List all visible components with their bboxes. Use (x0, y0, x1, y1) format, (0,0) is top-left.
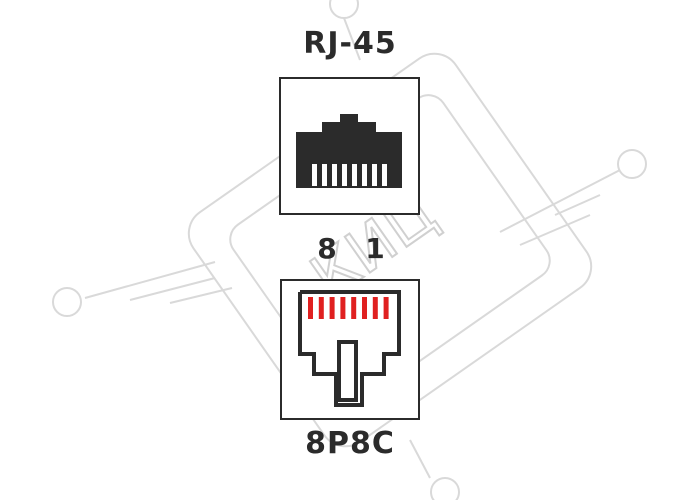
watermark-circle (52, 287, 82, 317)
plug-contact (383, 297, 389, 319)
jack-icon (296, 114, 402, 188)
watermark-line (343, 17, 361, 61)
plug-contact (340, 297, 346, 319)
watermark-line (519, 214, 591, 246)
jack-top-tab (340, 114, 358, 124)
plug-contacts (308, 297, 389, 319)
watermark-circle (329, 0, 359, 19)
watermark-line (499, 169, 621, 233)
jack-pin (312, 164, 317, 186)
jack-pin (332, 164, 337, 186)
bottom-label: 8P8C (305, 426, 395, 461)
top-label: RJ-45 (303, 26, 397, 61)
plug-contact (372, 297, 378, 319)
jack-pin (382, 164, 387, 186)
watermark-line (554, 194, 601, 216)
plug-icon (298, 290, 401, 407)
watermark-line (84, 261, 216, 299)
plug-contact (351, 297, 357, 319)
pin-label-right: 1 (365, 232, 385, 265)
watermark-line (409, 439, 431, 479)
jack-upper-step (322, 122, 376, 134)
plug-contact (362, 297, 367, 319)
plug-box (280, 279, 420, 420)
watermark-circle (617, 149, 647, 179)
jack-pins (312, 164, 387, 186)
watermark-line (129, 277, 216, 301)
watermark-circle (430, 477, 460, 500)
watermark-line (169, 287, 233, 304)
jack-pin (322, 164, 327, 186)
plug-outline (298, 290, 401, 407)
jack-pin (362, 164, 367, 186)
plug-contact (318, 297, 324, 319)
pin-label-left: 8 (317, 232, 337, 265)
jack-pin (352, 164, 357, 186)
plug-contact (329, 297, 335, 319)
plug-latch (337, 340, 358, 402)
jack-pin (342, 164, 347, 186)
plug-contact (308, 297, 313, 319)
jack-pin (372, 164, 377, 186)
